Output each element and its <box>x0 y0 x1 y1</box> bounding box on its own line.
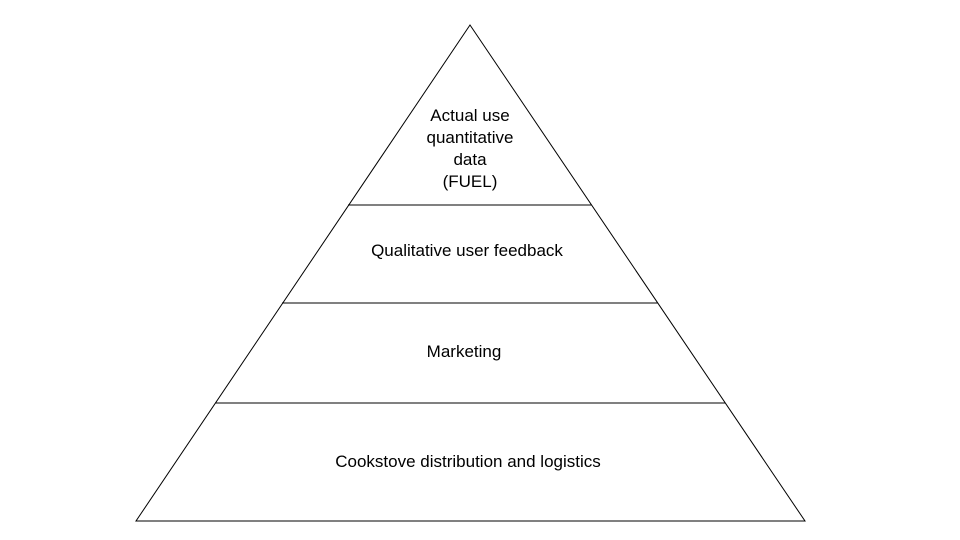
tier-3-label: Marketing <box>427 342 502 361</box>
tier-1-label-line-1: Actual use <box>430 106 509 125</box>
tier-1-label-line-4: (FUEL) <box>443 172 498 191</box>
tier-1-label-line-2: quantitative <box>427 128 514 147</box>
tier-1-label: Actual use quantitative data (FUEL) <box>427 106 514 191</box>
pyramid-outline <box>135 24 806 522</box>
tier-1-label-line-3: data <box>453 150 487 169</box>
tier-2-label: Qualitative user feedback <box>371 241 563 260</box>
tier-4-label: Cookstove distribution and logistics <box>335 452 601 471</box>
